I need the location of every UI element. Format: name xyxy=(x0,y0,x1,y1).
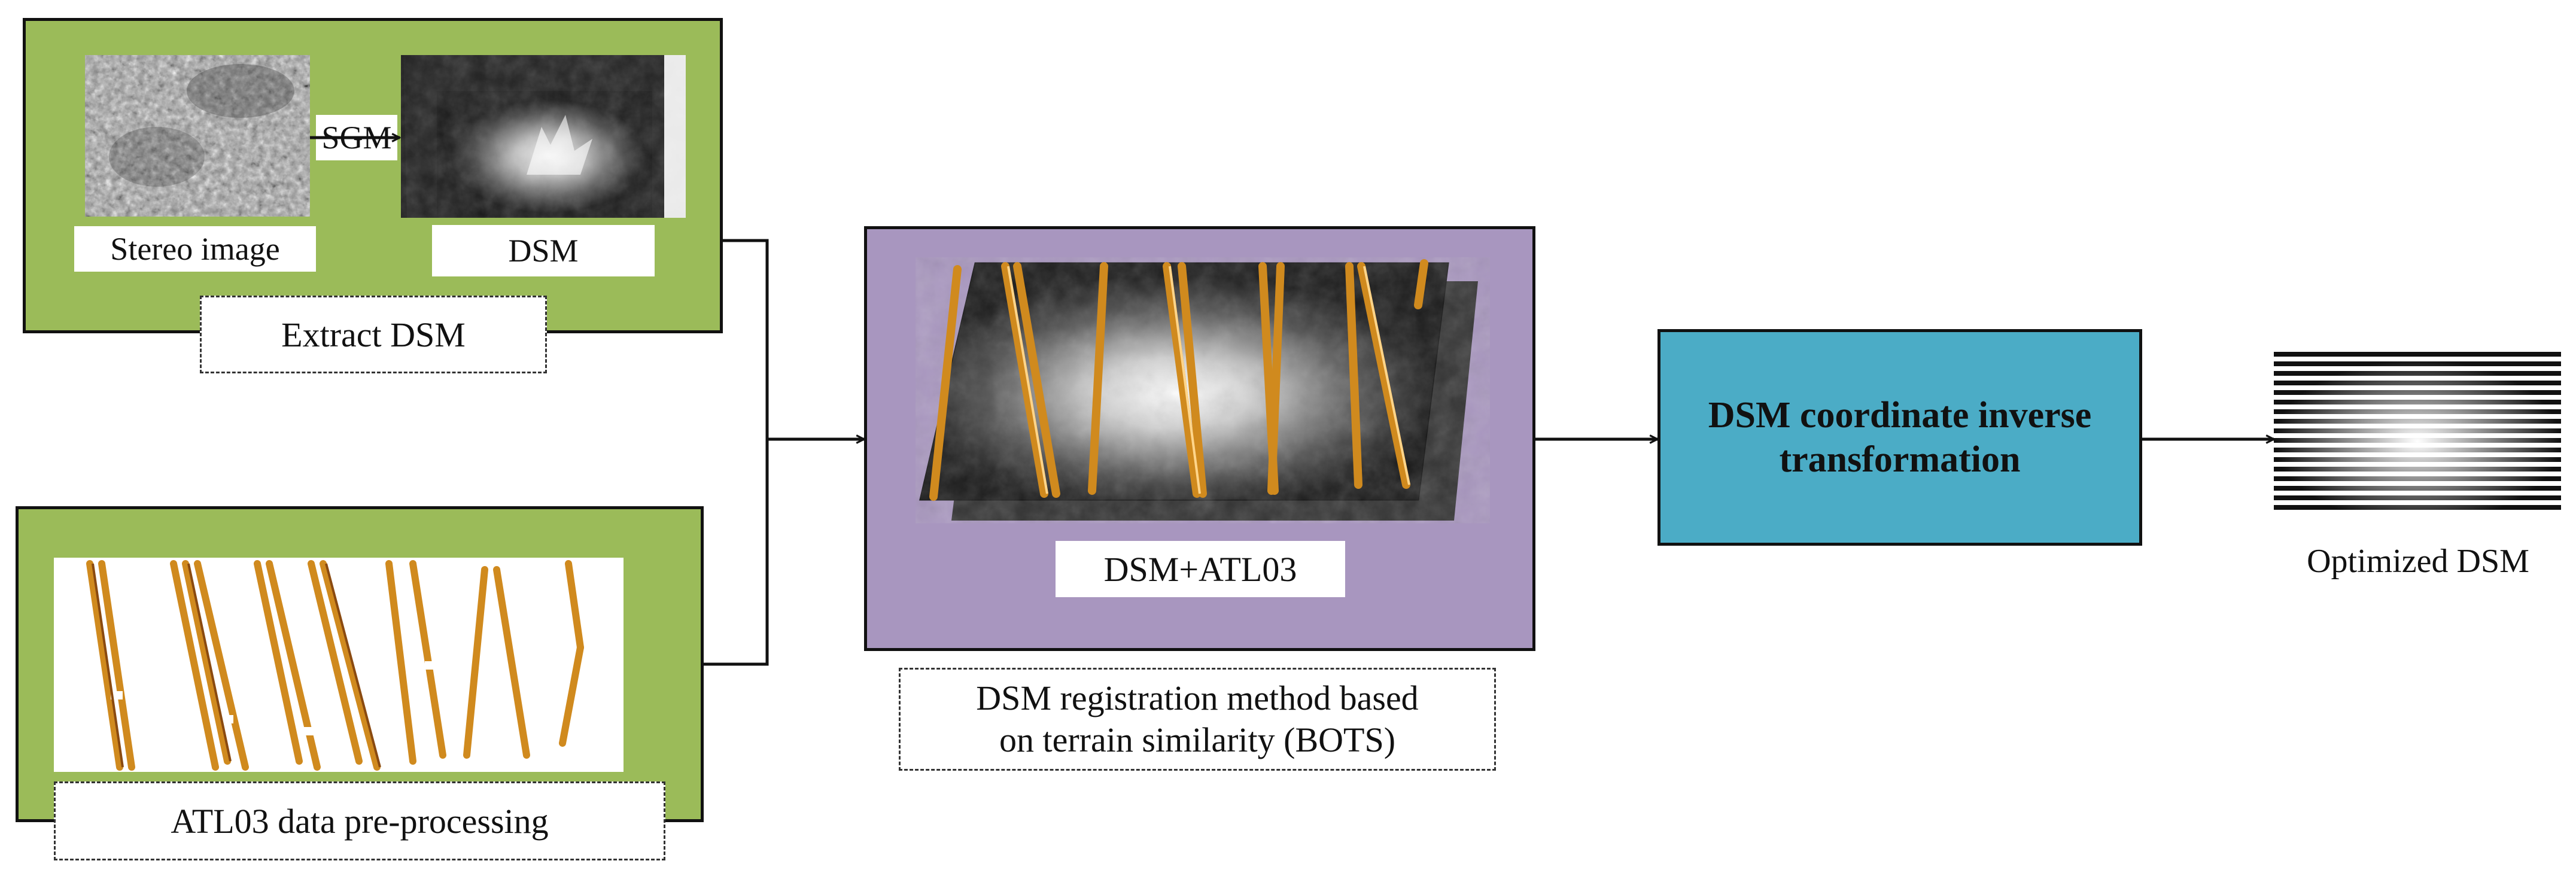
optimized-dsm-stripe xyxy=(2274,452,2561,457)
dsm-image xyxy=(401,55,686,218)
optimized-dsm-stripe xyxy=(2274,414,2561,419)
atl03-tracks-image xyxy=(54,558,624,772)
optimized-dsm-stripe xyxy=(2274,357,2561,361)
registration-method-line-2: on terrain similarity (BOTS) xyxy=(999,720,1396,759)
dsm-atl03-overlay-image xyxy=(919,259,1478,521)
optimized-dsm-stripe xyxy=(2274,443,2561,448)
optimized-dsm-stripe xyxy=(2274,433,2561,438)
inverse-transformation-line-2: transformation xyxy=(1779,439,2021,480)
inverse-transformation-box: DSM coordinate inverse transformation xyxy=(1657,329,2142,546)
optimized-dsm-stripe xyxy=(2274,500,2561,505)
registration-method-line-1: DSM registration method based xyxy=(976,679,1419,718)
dsm-label: DSM xyxy=(432,225,655,276)
optimized-dsm-stripe xyxy=(2274,510,2561,515)
extract-dsm-connector xyxy=(723,239,769,439)
atl03-connector xyxy=(704,439,769,666)
registration-method-label: DSM registration method based on terrain… xyxy=(899,668,1496,771)
optimized-dsm-stripe xyxy=(2274,462,2561,467)
stereo-image-label: Stereo image xyxy=(74,226,316,272)
optimized-dsm-stripe xyxy=(2274,481,2561,486)
inverse-transformation-line-1: DSM coordinate inverse xyxy=(1708,394,2092,436)
extract-dsm-label: Extract DSM xyxy=(200,296,547,373)
optimized-dsm-stripe xyxy=(2274,366,2561,371)
optimized-dsm-stripe xyxy=(2274,424,2561,428)
optimized-dsm-stripe xyxy=(2274,404,2561,409)
dsm-atl03-label: DSM+ATL03 xyxy=(1056,541,1345,597)
optimized-dsm-image xyxy=(2274,352,2561,515)
optimized-dsm-stripe xyxy=(2274,395,2561,400)
optimized-dsm-stripe xyxy=(2274,385,2561,390)
optimized-dsm-stripe xyxy=(2274,491,2561,495)
optimized-dsm-label: Optimized DSM xyxy=(2307,543,2529,580)
optimized-dsm-stripe xyxy=(2274,376,2561,381)
atl03-preprocessing-label: ATL03 data pre-processing xyxy=(54,781,665,860)
optimized-dsm-stripe xyxy=(2274,472,2561,476)
stereo-image xyxy=(85,55,310,217)
